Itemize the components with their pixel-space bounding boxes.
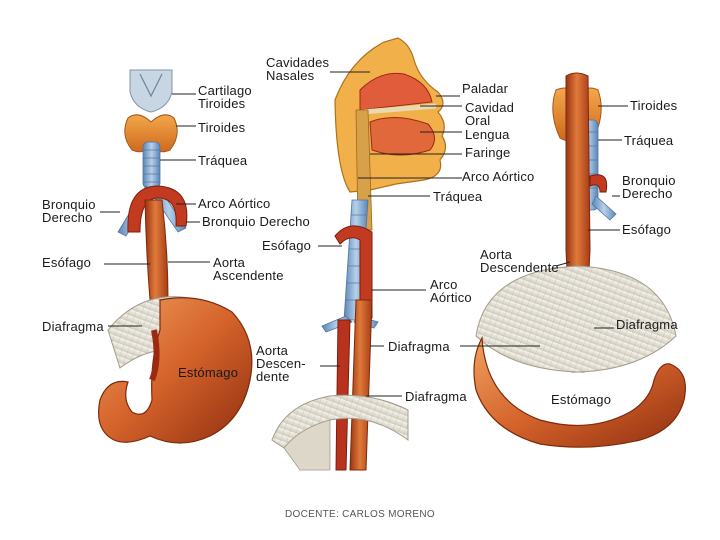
- label-left-tiroides: Tiroides: [198, 120, 246, 135]
- right-figure: [473, 72, 686, 448]
- center-tongue: [369, 117, 435, 156]
- label-center-arco-aortico-2: Arco Aórtico: [430, 277, 472, 305]
- right-stomach: [473, 335, 686, 448]
- center-esophagus: [349, 299, 373, 471]
- label-faringe: Faringe: [465, 145, 511, 160]
- label-cavidad-oral: Cavidad Oral: [465, 100, 515, 128]
- label-right-estomago: Estómago: [551, 392, 612, 407]
- label-center-esofago: Esófago: [262, 238, 312, 253]
- label-right-esofago: Esófago: [622, 222, 672, 237]
- label-left-traquea: Tráquea: [198, 153, 248, 168]
- label-left-arco-aortico: Arco Aórtico: [198, 196, 271, 211]
- right-aortic-arch: [589, 174, 608, 193]
- label-right-tiroides: Tiroides: [630, 98, 678, 113]
- leader-lines: [100, 71, 628, 397]
- label-paladar: Paladar: [462, 81, 509, 96]
- left-figure: [98, 69, 253, 444]
- left-thyroid-gland: [124, 114, 178, 153]
- label-left-esofago: Esófago: [42, 255, 92, 270]
- left-esophagus: [144, 199, 169, 301]
- label-left-diafragma: Diafragma: [42, 319, 104, 334]
- label-left-bronquio-derecho-2: Bronquio Derecho: [202, 214, 310, 229]
- center-figure: [271, 37, 447, 471]
- footer-credit: DOCENTE: CARLOS MORENO: [285, 509, 435, 520]
- label-lengua: Lengua: [465, 127, 510, 142]
- label-cartilago-tiroides: Cartilago Tiroides: [198, 83, 252, 111]
- label-center-traquea: Tráquea: [433, 189, 483, 204]
- label-left-bronquio-derecho: Bronquio Derecho: [42, 197, 96, 225]
- label-center-diafragma-2: Diafragma: [405, 389, 467, 404]
- left-trachea: [142, 141, 161, 189]
- center-nasal-cavity: [359, 72, 433, 111]
- label-right-aorta-descendente: Aorta Descendente: [480, 247, 559, 275]
- center-head-section: [334, 37, 447, 193]
- label-center-aorta-descendente: Aorta Descen- dente: [256, 343, 306, 384]
- label-center-arco-aortico: Arco Aórtico: [462, 169, 535, 184]
- label-cavidades-nasales: Cavidades Nasales: [266, 55, 330, 83]
- label-right-diafragma: Diafragma: [616, 317, 678, 332]
- label-left-aorta-ascendente: Aorta Ascendente: [213, 255, 284, 283]
- label-right-traquea: Tráquea: [624, 133, 674, 148]
- left-thyroid-cartilage: [129, 69, 173, 113]
- label-center-diafragma: Diafragma: [388, 339, 450, 354]
- label-right-bronquio-derecho: Bronquio Derecho: [622, 173, 676, 201]
- left-stomach: [98, 297, 253, 444]
- label-left-estomago: Estómago: [178, 365, 239, 380]
